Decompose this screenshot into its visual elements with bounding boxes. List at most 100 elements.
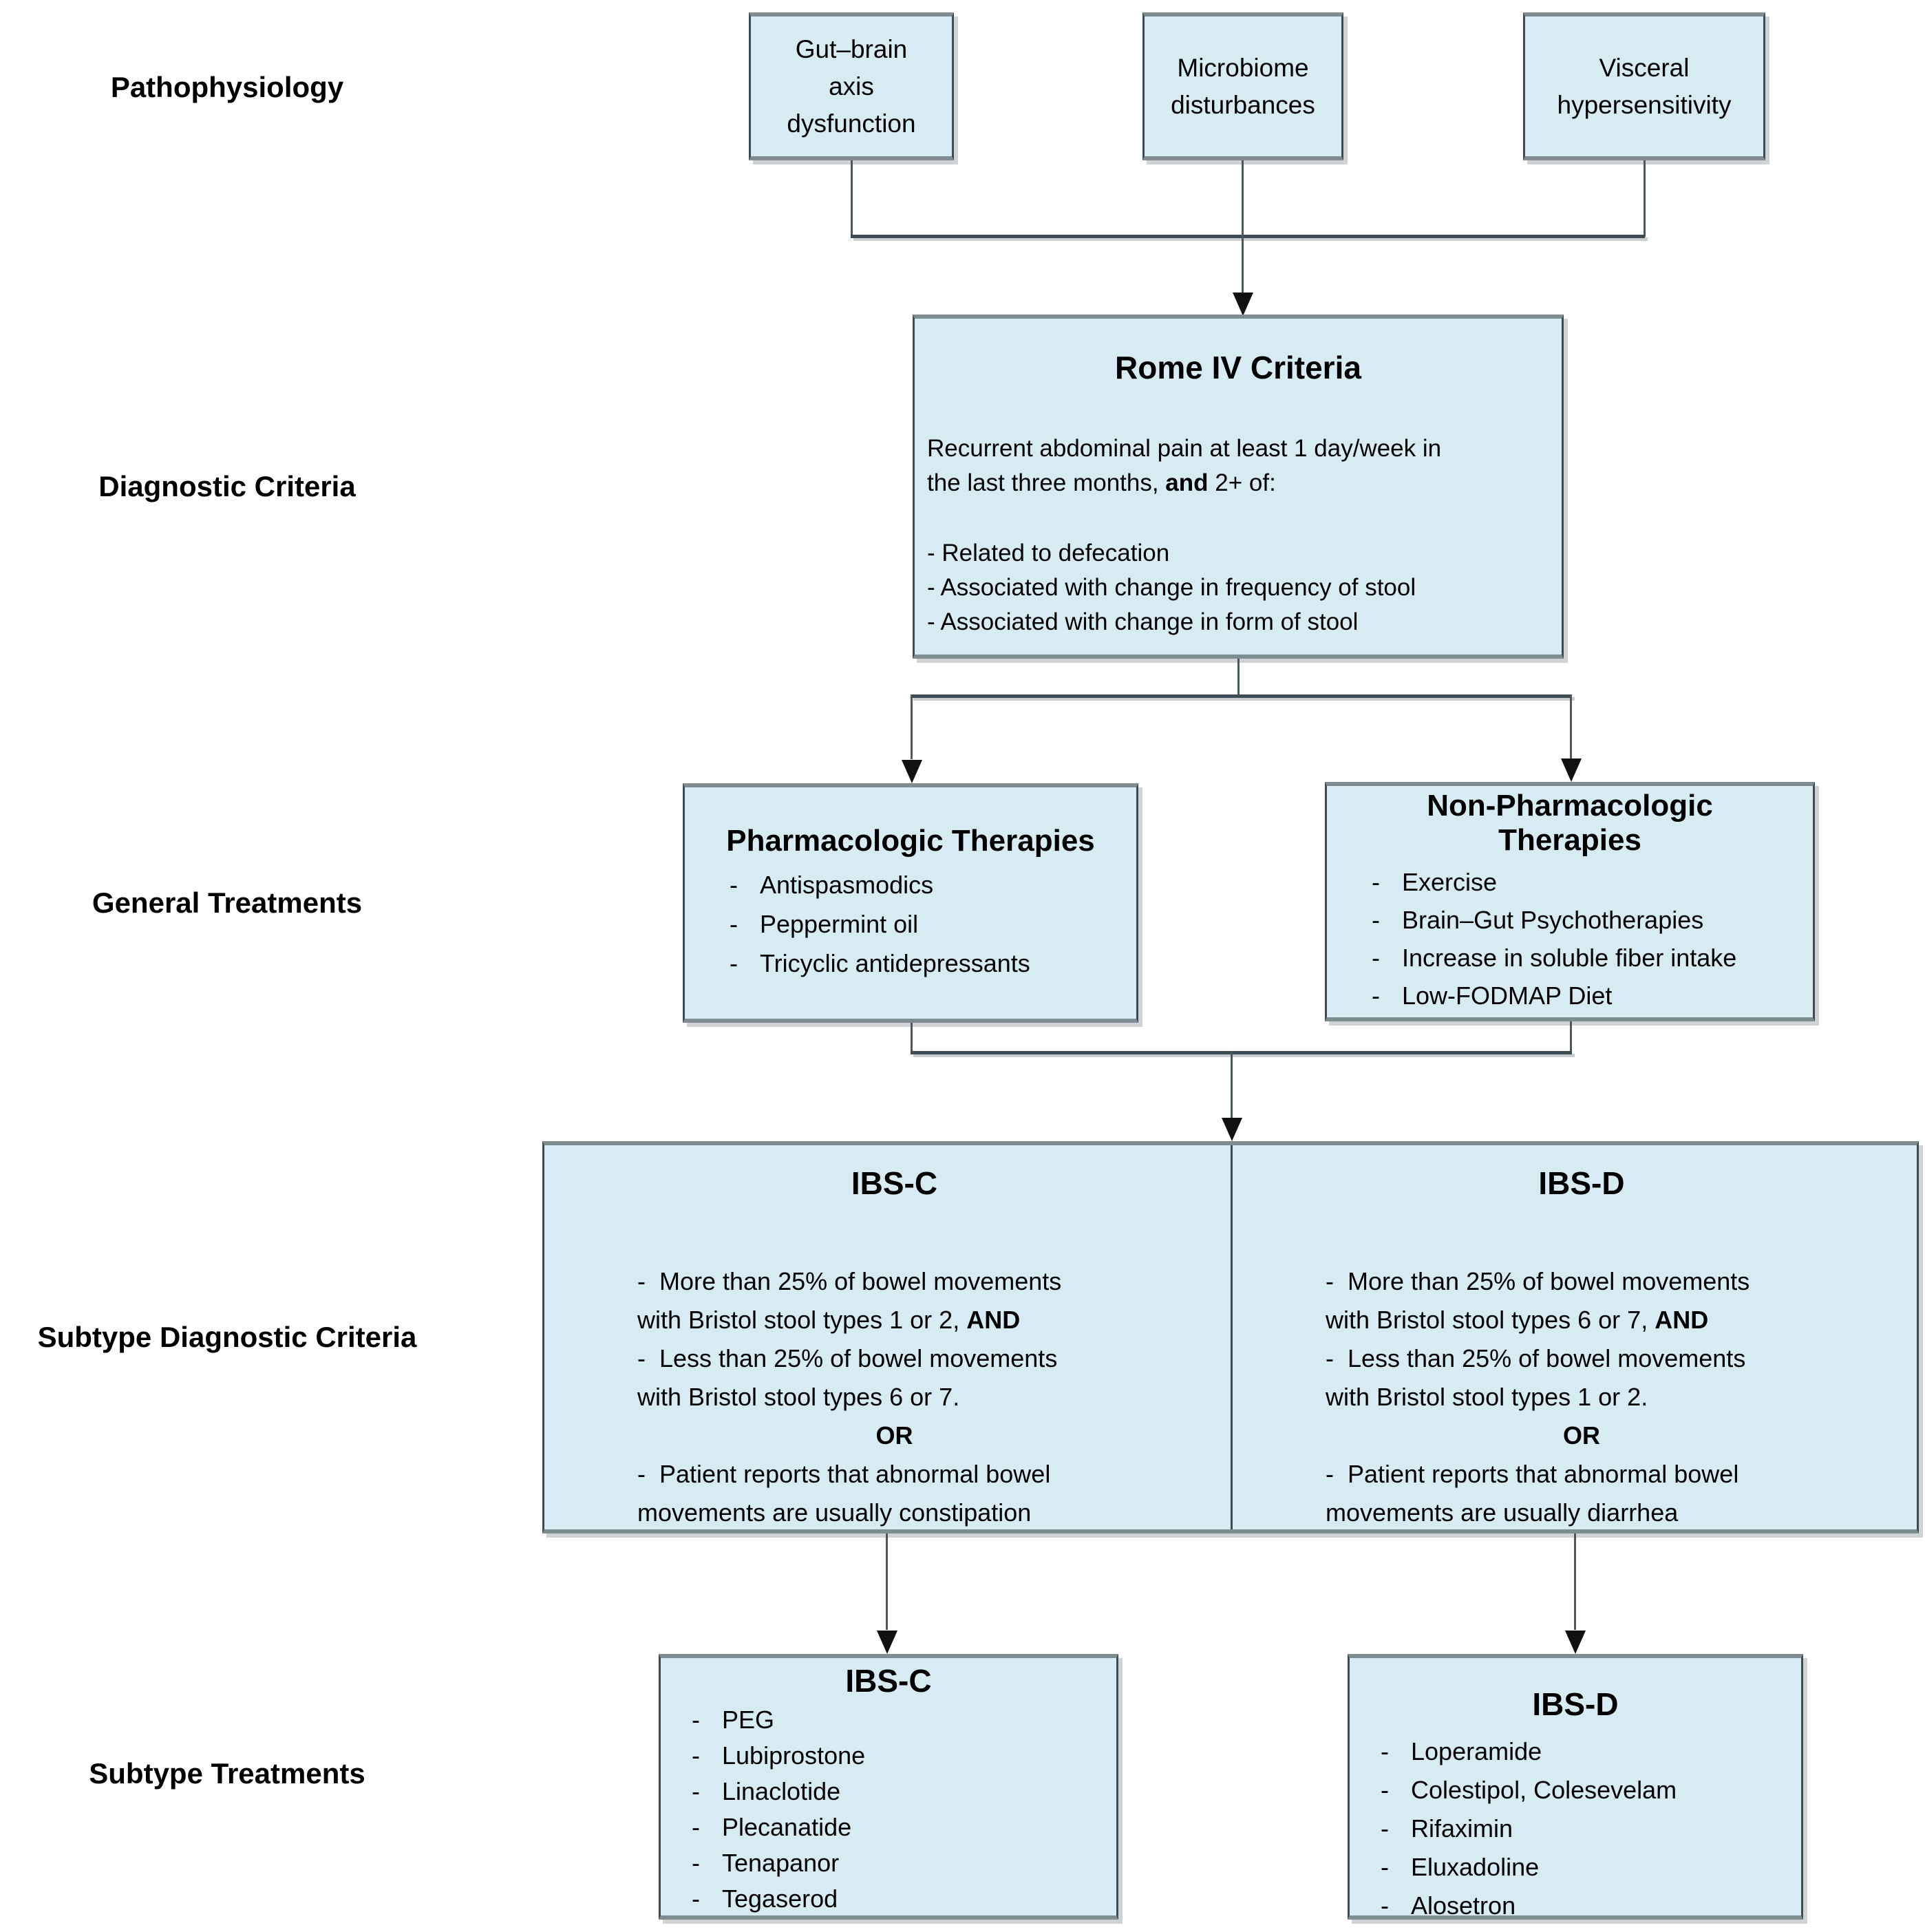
bullet-dash: -: [692, 1849, 700, 1877]
ibs-c-treatments-title: IBS-C: [845, 1663, 932, 1699]
bullet-item: -Rifaximin: [1381, 1809, 1801, 1848]
connector-line: [886, 1533, 888, 1630]
bullet-dash: -: [1372, 868, 1380, 896]
box-gut-brain-axis-dysfunction: Gut–brain axis dysfunction: [749, 12, 954, 160]
connector-line: [1574, 1533, 1576, 1630]
connector-line: [911, 694, 1572, 698]
bullet-text: Low-FODMAP Diet: [1402, 981, 1613, 1010]
connector-line: [1570, 694, 1572, 759]
text-line: hypersensitivity: [1557, 90, 1732, 119]
rome-bullets: - Related to defecation - Associated with…: [927, 536, 1549, 639]
rome-title: Rome IV Criteria: [1115, 350, 1361, 385]
box-visceral-hypersensitivity: Visceral hypersensitivity: [1523, 12, 1765, 160]
bullet-item: -Brain–Gut Psychotherapies: [1372, 901, 1799, 939]
bullet-text: Alosetron: [1411, 1891, 1516, 1920]
bullet-item: -PEG: [692, 1702, 1116, 1738]
bullet-dash: -: [1372, 906, 1380, 934]
box-ibs-d-treatments: IBS-D -Loperamide-Colestipol, Colesevela…: [1348, 1654, 1803, 1920]
bullet-text: Exercise: [1402, 868, 1498, 896]
criteria-line: with Bristol stool types 1 or 2, AND: [637, 1306, 1021, 1334]
bullet-text: Tenapanor: [722, 1849, 840, 1877]
pharmacologic-items: -Antispasmodics-Peppermint oil-Tricyclic…: [699, 865, 1123, 983]
ibs-d-treatments-title: IBS-D: [1532, 1686, 1619, 1722]
bullet-dash: -: [692, 1741, 700, 1770]
bullet-dash: -: [730, 870, 738, 899]
bullet-dash: -: [692, 1813, 700, 1841]
bullet-dash: -: [692, 1706, 700, 1734]
panel-ibs-c-criteria: IBS-C - More than 25% of bowel movements…: [544, 1145, 1231, 1529]
bullet-dash: -: [1372, 944, 1380, 972]
bullet-item: -Plecanatide: [692, 1809, 1116, 1845]
bullet-dash: -: [1381, 1853, 1389, 1881]
bullet-text: Tegaserod: [722, 1885, 838, 1913]
criteria-line: movements are usually constipation: [637, 1498, 1032, 1527]
arrow-down-icon: [1561, 758, 1582, 782]
criteria-line: the last three months, and 2+ of:: [927, 469, 1276, 496]
bullet-item: -Lubiprostone: [692, 1738, 1116, 1774]
connector-line: [851, 235, 1645, 238]
bullet-dash: -: [1372, 981, 1380, 1010]
bullet-item: -Tegaserod: [692, 1881, 1116, 1917]
bullet-item: -Low-FODMAP Diet: [1372, 977, 1799, 1015]
bullet-text: Peppermint oil: [760, 909, 919, 938]
arrow-down-icon: [1222, 1118, 1242, 1141]
text-line: Gut–brain: [795, 34, 908, 63]
bullet-text: Eluxadoline: [1411, 1853, 1540, 1881]
bullet-item: -Tenapanor: [692, 1845, 1116, 1881]
rome-intro: Recurrent abdominal pain at least 1 day/…: [927, 432, 1549, 500]
criteria-line: - Less than 25% of bowel movements: [637, 1344, 1058, 1372]
connector-line: [911, 694, 913, 759]
connector-line: [1644, 160, 1646, 237]
ibs-c-criteria-title: IBS-C: [851, 1165, 938, 1201]
connector-line: [851, 160, 853, 237]
connector-line: [1242, 160, 1244, 293]
bullet-dash: -: [692, 1885, 700, 1913]
bullet-line: - Related to defecation: [927, 540, 1170, 566]
bullet-dash: -: [692, 1777, 700, 1805]
box-rome-iv-criteria: Rome IV Criteria Recurrent abdominal pai…: [913, 315, 1564, 659]
connector-line: [1237, 659, 1240, 697]
bullet-item: -Tricyclic antidepressants: [730, 944, 1123, 983]
arrow-down-icon: [902, 760, 922, 783]
box-subtype-diagnostic-criteria: IBS-C - More than 25% of bowel movements…: [542, 1141, 1919, 1533]
stage-label-subtype-diagnostic-criteria: Subtype Diagnostic Criteria: [37, 1321, 417, 1353]
ibs-d-treatment-items: -Loperamide-Colestipol, Colesevelam-Rifa…: [1350, 1732, 1801, 1925]
non-pharmacologic-items: -Exercise-Brain–Gut Psychotherapies-Incr…: [1341, 863, 1799, 1015]
bullet-dash: -: [730, 909, 738, 938]
text-line: axis: [829, 72, 874, 100]
criteria-line: - Less than 25% of bowel movements: [1326, 1344, 1746, 1372]
connector-line: [911, 1051, 1572, 1054]
bullet-text: PEG: [722, 1706, 775, 1734]
bullet-dash: -: [1381, 1776, 1389, 1804]
arrow-down-icon: [1565, 1631, 1586, 1654]
bullet-item: -Increase in soluble fiber intake: [1372, 939, 1799, 977]
bullet-item: -Alosetron: [1381, 1887, 1801, 1925]
bullet-text: Rifaximin: [1411, 1814, 1513, 1843]
criteria-line: movements are usually diarrhea: [1326, 1498, 1679, 1527]
bullet-text: Lubiprostone: [722, 1741, 866, 1770]
bullet-item: -Linaclotide: [692, 1774, 1116, 1809]
criteria-line: with Bristol stool types 6 or 7.: [637, 1383, 960, 1411]
stage-label-general-treatments: General Treatments: [92, 887, 363, 919]
ibs-c-treatment-items: -PEG-Lubiprostone-Linaclotide-Plecanatid…: [661, 1702, 1116, 1917]
bullet-item: -Eluxadoline: [1381, 1848, 1801, 1887]
bullet-item: -Colestipol, Colesevelam: [1381, 1771, 1801, 1809]
stage-label-diagnostic-criteria: Diagnostic Criteria: [98, 470, 356, 502]
arrow-down-icon: [877, 1631, 897, 1654]
criteria-line: - More than 25% of bowel movements: [637, 1267, 1062, 1295]
bullet-dash: -: [730, 948, 738, 977]
text-line: dysfunction: [787, 109, 916, 138]
ibs-d-criteria-title: IBS-D: [1538, 1165, 1625, 1201]
ibs-c-criteria-lines: - More than 25% of bowel movements with B…: [637, 1262, 1151, 1532]
text-line: Visceral: [1599, 53, 1690, 82]
bullet-text: Colestipol, Colesevelam: [1411, 1776, 1677, 1804]
bullet-line: - Associated with change in frequency of…: [927, 574, 1416, 601]
criteria-line: OR: [1563, 1421, 1600, 1450]
connector-line: [911, 1023, 913, 1054]
criteria-line: OR: [875, 1421, 913, 1450]
bullet-item: -Peppermint oil: [730, 904, 1123, 944]
stage-label-subtype-treatments: Subtype Treatments: [89, 1757, 365, 1790]
